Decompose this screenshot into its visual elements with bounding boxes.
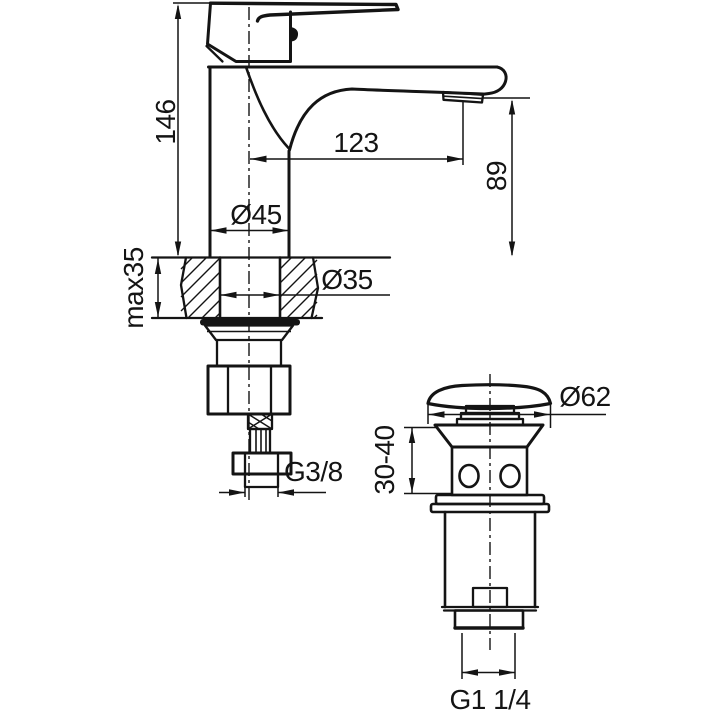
- dimension-spout-height: 89: [481, 97, 530, 257]
- dim-hole-diameter-label: Ø35: [321, 264, 372, 295]
- drain-cone-flange: [433, 423, 545, 449]
- spout-seam-curve: [244, 65, 290, 150]
- dimension-body-diameter: Ø45: [210, 199, 289, 234]
- dimension-max-mounting-thickness: max35: [118, 247, 162, 329]
- spout-tip: [481, 65, 508, 96]
- dim-spout-reach-label: 123: [333, 127, 378, 158]
- supply-hex-facets: [243, 451, 280, 476]
- drain-thread-end: [453, 609, 525, 630]
- dimension-outlet-thread: G1 1/4: [449, 633, 531, 715]
- aerator-seam: [443, 95, 483, 100]
- supply-hex-nut: [231, 451, 293, 476]
- dimension-total-height: 146: [150, 2, 211, 257]
- hose-crimp: [248, 427, 272, 455]
- mounting-hole-walls: [218, 256, 282, 320]
- rubber-washer: [200, 319, 300, 326]
- housing-seam: [205, 44, 224, 63]
- aerator: [441, 90, 485, 104]
- nut-facets: [226, 364, 273, 416]
- faucet-view: 146 123 89 Ø45 max35: [118, 1, 530, 500]
- dimension-clamping-range: 30-40: [369, 425, 453, 495]
- dim-supply-thread-label: G3/8: [284, 456, 343, 487]
- faucet-lever-handle: [205, 1, 400, 63]
- dim-outlet-thread-label: G1 1/4: [449, 684, 530, 715]
- drain-waste-view: Ø62 30-40 G1 1/4: [369, 374, 611, 715]
- handle-knob: [290, 27, 299, 42]
- plug-cap: [426, 383, 553, 411]
- supply-thread-end: [243, 472, 280, 489]
- dimension-supply-thread: G3/8: [219, 456, 343, 497]
- dim-max-thickness-label: max35: [118, 247, 149, 329]
- drain-tube: [443, 510, 537, 609]
- dim-total-height-label: 146: [150, 99, 181, 144]
- dim-spout-height-label: 89: [481, 161, 512, 191]
- dim-body-diameter-label: Ø45: [230, 199, 281, 230]
- counter-hatch-left: [180, 257, 221, 319]
- counter-hatch-right: [279, 257, 318, 319]
- lever-outline: [208, 1, 400, 23]
- dim-clamping-range-label: 30-40: [369, 425, 400, 494]
- thread-stub-hatch: [247, 413, 273, 430]
- dim-cap-diameter-label: Ø62: [559, 381, 610, 412]
- faucet-spout-body: [207, 65, 508, 259]
- cartridge-housing: [206, 1, 292, 63]
- under-counter-parts: [200, 319, 300, 489]
- overflow-hole-left: [458, 463, 480, 489]
- overflow-hole-right: [499, 463, 521, 489]
- countertop-section: [150, 256, 392, 320]
- threaded-shank: [215, 338, 283, 368]
- hose-crimp-ribs: [255, 429, 267, 453]
- dimension-mounting-hole-diameter: Ø35: [220, 264, 390, 299]
- dimension-spout-reach: 123: [250, 101, 464, 165]
- dimension-plug-cap-diameter: Ø62: [427, 381, 611, 428]
- spout-underside: [288, 87, 485, 152]
- counter-break-right: [310, 256, 320, 320]
- drain-plug: [426, 383, 553, 427]
